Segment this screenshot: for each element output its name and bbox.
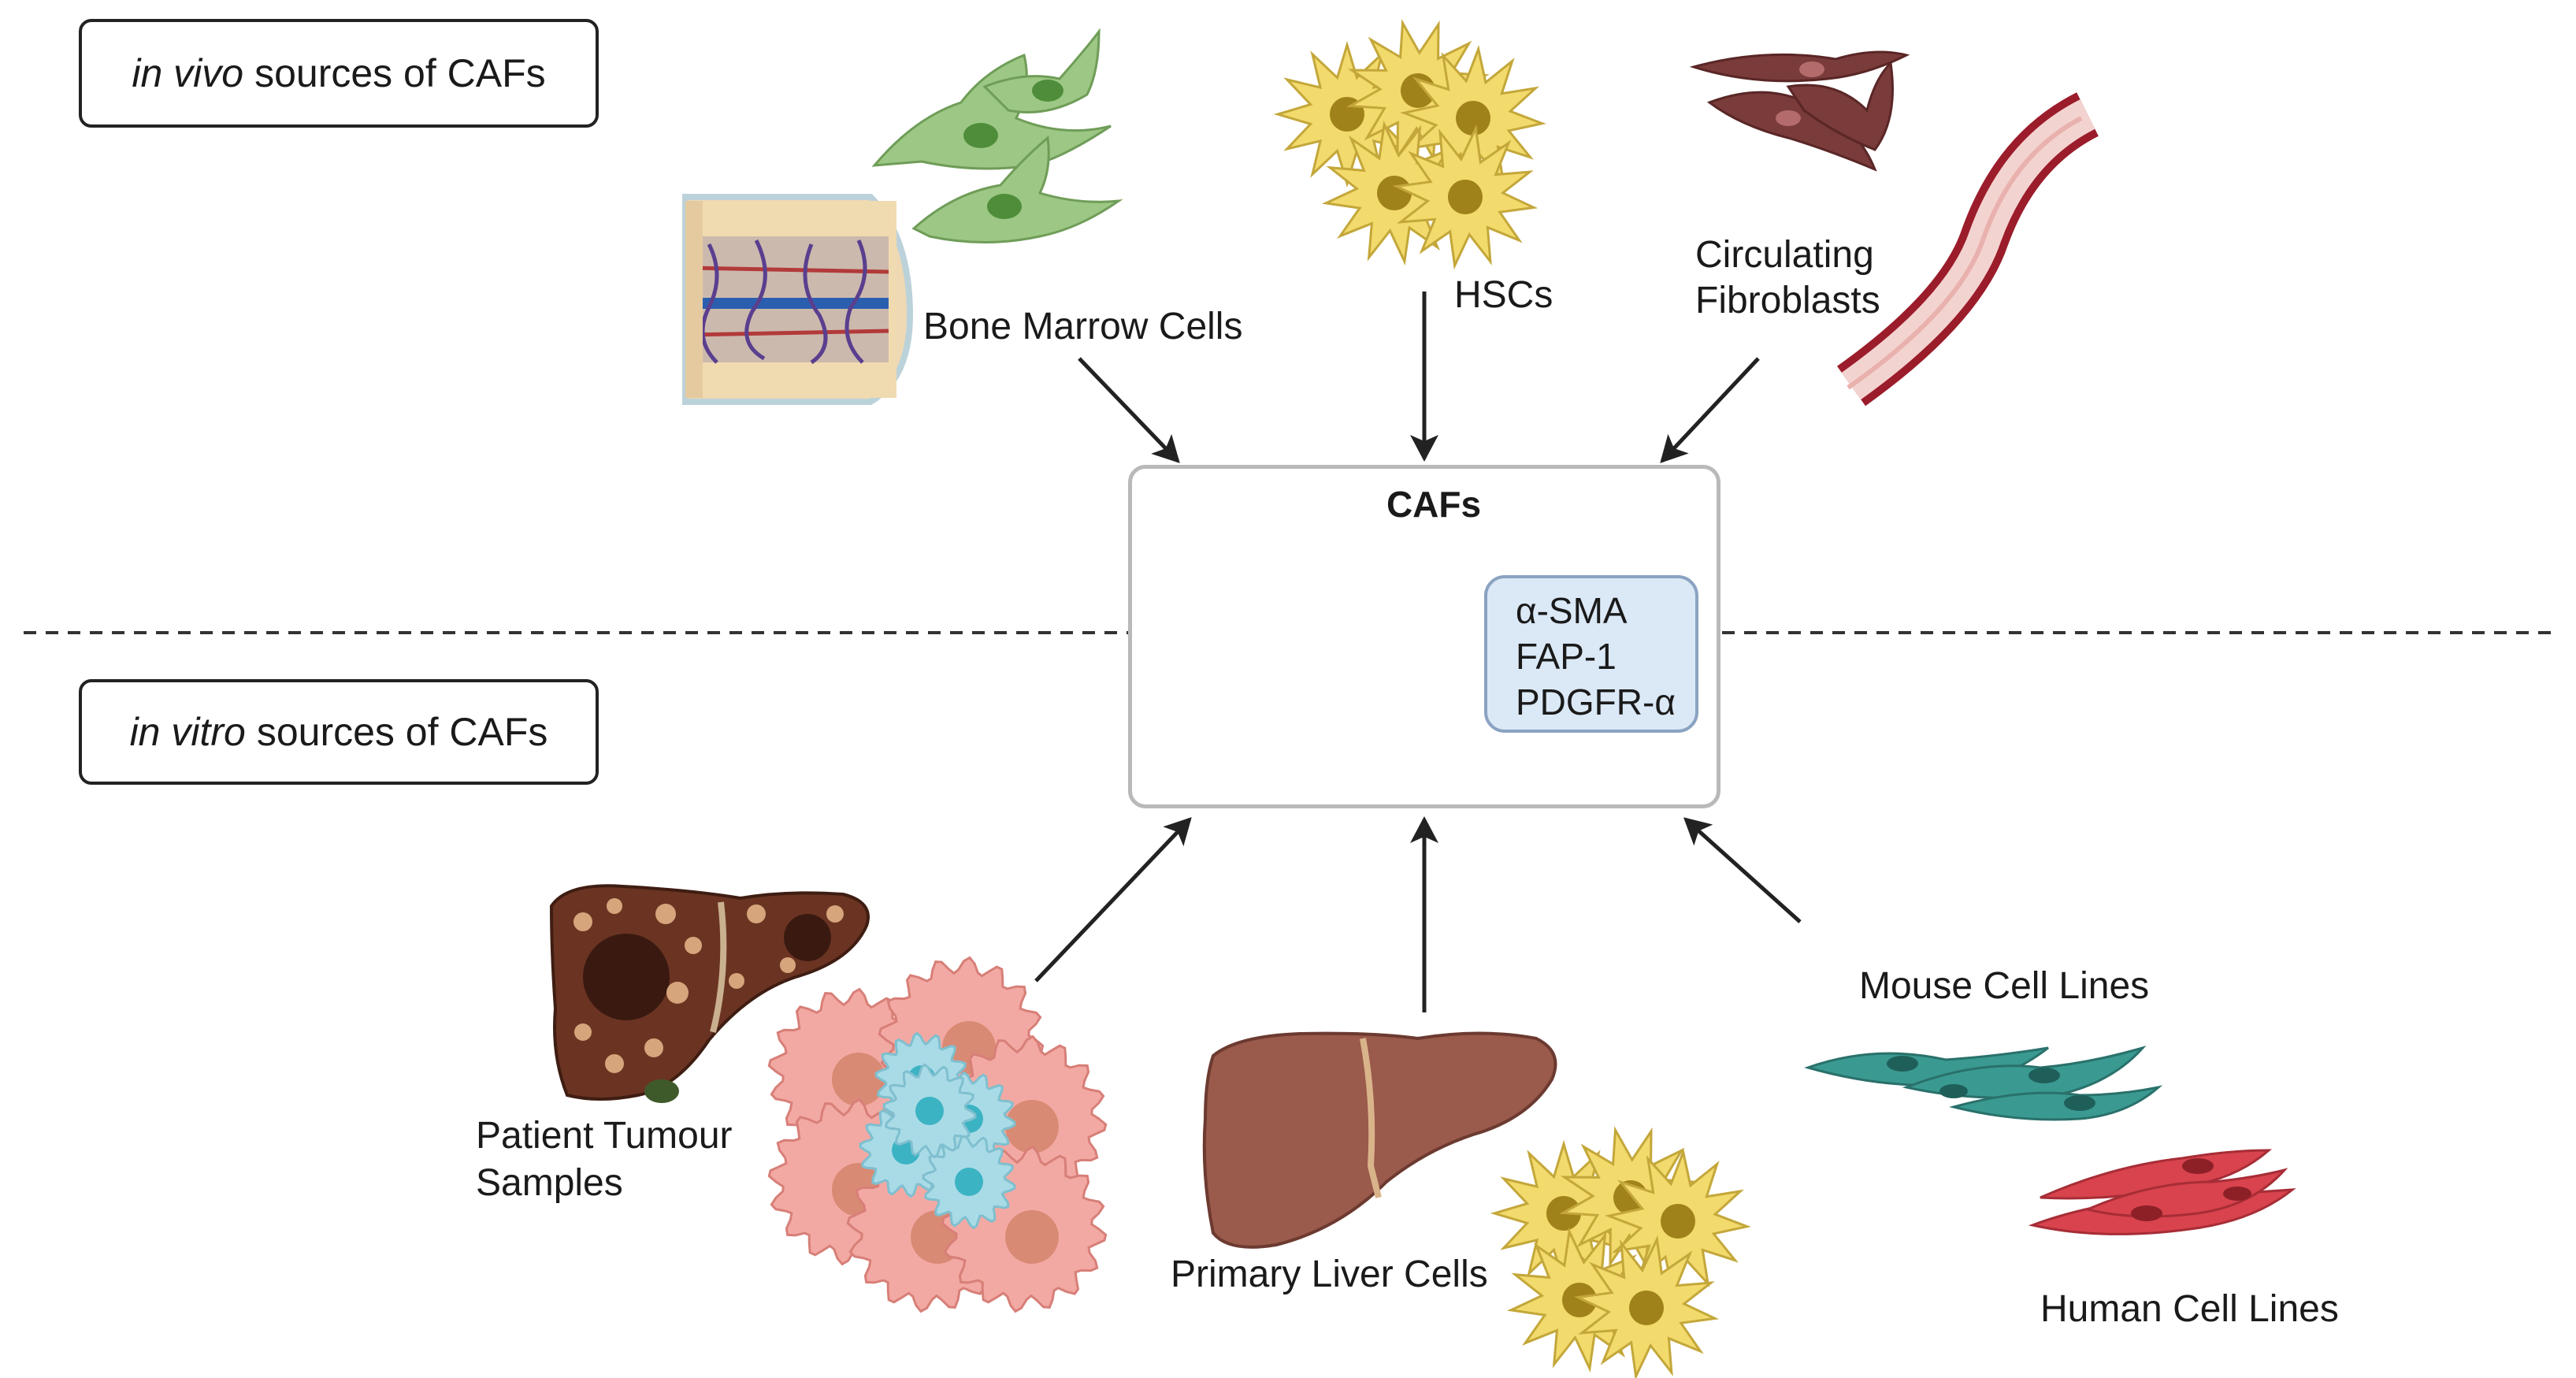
- bone-marrow-label: Bone Marrow Cells: [923, 306, 1243, 347]
- circulating-label-line2: Fibroblasts: [1695, 280, 1880, 321]
- marker-fap-1: FAP-1: [1516, 636, 1616, 677]
- hsc-nucleus: [1456, 101, 1490, 136]
- arrow-cell-lines: [1683, 817, 1802, 923]
- patient-label-line2: Samples: [476, 1162, 623, 1204]
- hsc-nucleus: [1629, 1291, 1664, 1325]
- caf-nucleus: [915, 1097, 944, 1125]
- tumour-nucleus: [1005, 1210, 1059, 1264]
- mouse-label: Mouse Cell Lines: [1859, 965, 2150, 1007]
- in-vivo-italic: in vivo: [132, 51, 244, 95]
- human-label: Human Cell Lines: [2040, 1288, 2339, 1330]
- arrow-patient: [1034, 817, 1192, 982]
- caf-nucleus: [955, 1168, 983, 1196]
- hsc-nucleus: [1661, 1204, 1695, 1239]
- marker-pdgfr-alpha: PDGFR-α: [1516, 682, 1676, 722]
- tumour-sample-cells-icon: [767, 956, 1108, 1313]
- liver-icon: [1202, 1031, 1557, 1249]
- in-vitro-rest: sources of CAFs: [256, 710, 548, 754]
- mouse-cell-lines-icon: [1804, 1046, 2163, 1121]
- bone-marrow-cells-icon: [871, 28, 1123, 243]
- markers-box: α-SMA FAP-1 PDGFR-α: [1484, 575, 1698, 733]
- tumour-nucleus: [832, 1053, 885, 1106]
- patient-label-line1: Patient Tumour: [476, 1115, 733, 1157]
- primary-liver-hscs-icon: [1490, 1126, 1751, 1378]
- circulating-fibroblasts-icon: [1689, 50, 1910, 172]
- hsc-nucleus: [1448, 180, 1483, 214]
- bone-section-icon: [682, 194, 914, 405]
- hscs-icon: [1273, 19, 1546, 270]
- hsc-nucleus: [1562, 1283, 1597, 1317]
- marker-alpha-sma: α-SMA: [1516, 590, 1628, 631]
- cafs-title: CAFs: [1386, 484, 1482, 525]
- tumour-nucleus: [1005, 1100, 1059, 1153]
- arrow-bone-marrow: [1078, 357, 1180, 463]
- in-vitro-italic: in vitro: [129, 710, 246, 754]
- hsc-nucleus: [1377, 176, 1412, 210]
- in-vivo-rest: sources of CAFs: [254, 51, 546, 95]
- tumour-liver-icon: [549, 884, 870, 1103]
- in-vitro-heading: in vitro sources of CAFs: [79, 679, 599, 785]
- in-vivo-heading: in vivo sources of CAFs: [79, 19, 599, 128]
- arrow-circulating: [1660, 357, 1760, 463]
- circulating-label-line1: Circulating: [1695, 234, 1874, 276]
- human-cell-lines-icon: [2028, 1149, 2296, 1235]
- blood-vessel-icon: [1836, 92, 2099, 407]
- hscs-label: HSCs: [1454, 274, 1553, 316]
- primary-liver-label: Primary Liver Cells: [1171, 1254, 1488, 1295]
